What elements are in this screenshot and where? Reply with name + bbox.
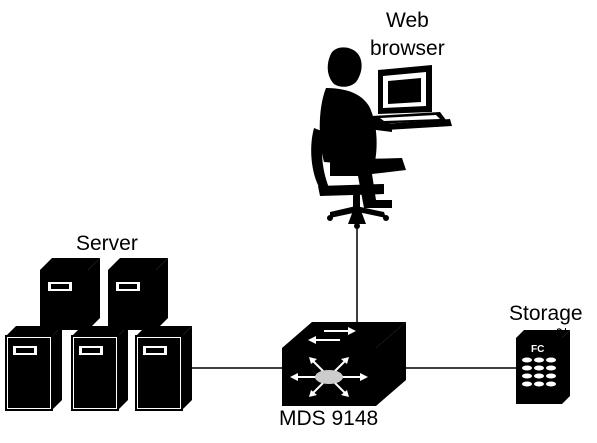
web-browser-label: browser: [370, 37, 445, 60]
figure-id: 253472: [553, 327, 569, 374]
server-tower-icon: [135, 326, 192, 411]
server-tower-icon: [40, 258, 100, 330]
server-cluster-icon: [5, 258, 192, 411]
server-tower-icon: [71, 326, 128, 411]
mds-switch-icon: [282, 322, 406, 406]
web-browser-workstation-icon: [311, 47, 452, 229]
storage-label: Storage: [509, 302, 583, 325]
fc-storage-icon: FC: [516, 330, 570, 404]
server-tower-icon: [108, 258, 168, 330]
switch-label: MDS 9148: [279, 407, 379, 430]
server-tower-icon: [5, 326, 62, 411]
server-label: Server: [76, 232, 138, 255]
storage-badge: FC: [531, 344, 544, 355]
web-browser-label: Web: [386, 9, 429, 32]
